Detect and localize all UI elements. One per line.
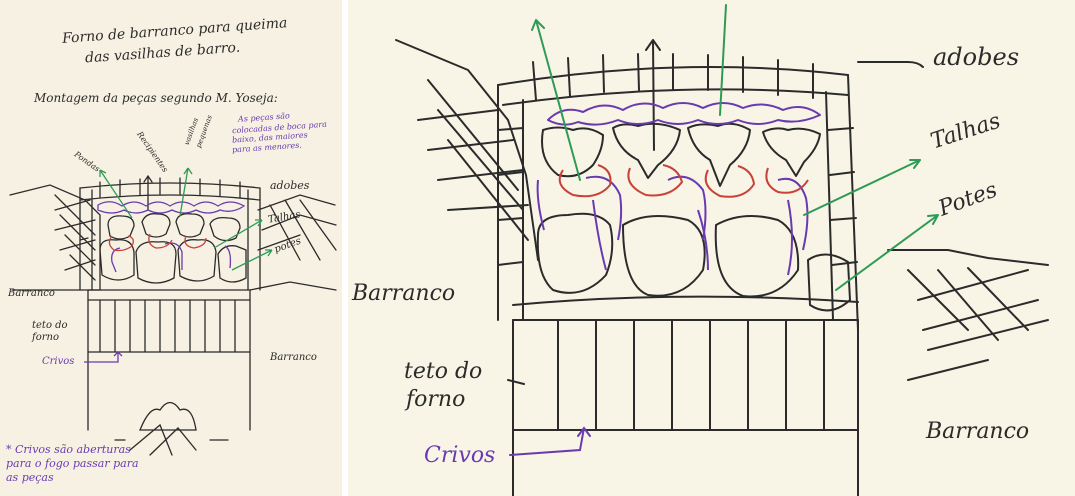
label-adobes: adobes: [933, 44, 1019, 70]
footnote-line-3: as peças: [6, 472, 54, 484]
footnote-line-1: * Crivos são aberturas: [6, 444, 131, 456]
label-adobes: adobes: [270, 180, 309, 192]
label-barranco-left: Barranco: [352, 282, 455, 306]
label-barranco-right: Barranco: [926, 420, 1029, 444]
label-barranco-left: Barranco: [8, 288, 55, 299]
label-teto-2: forno: [406, 388, 465, 412]
label-teto-2: forno: [32, 332, 59, 343]
label-teto-1: teto do: [32, 320, 68, 331]
label-crivos: Crivos: [42, 356, 74, 367]
footnote-line-2: para o fogo passar para: [6, 458, 139, 470]
sketch-detail-panel: adobes Talhas Potes Barranco teto do for…: [348, 0, 1075, 496]
sketch-overview-panel: Forno de barranco para queima das vasilh…: [0, 0, 342, 496]
subtitle: Montagem da peças segundo M. Yoseja:: [34, 92, 278, 105]
label-teto-1: teto do: [404, 360, 482, 384]
label-crivos: Crivos: [424, 444, 495, 468]
label-barranco-right: Barranco: [270, 352, 317, 363]
